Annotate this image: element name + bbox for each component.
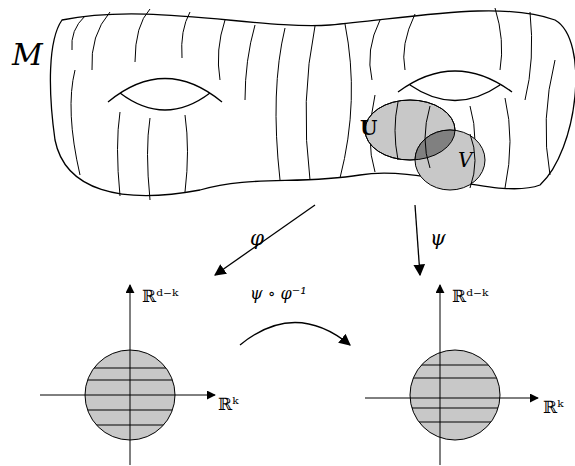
chart-domain-u <box>365 100 455 160</box>
handle-hole <box>108 79 222 111</box>
axis-label: ℝᵏ <box>218 396 238 413</box>
domain-label: U <box>360 118 377 138</box>
map-arrow <box>415 205 420 275</box>
handle-hole <box>398 71 512 101</box>
foliation-leaves <box>71 8 555 200</box>
map-label: ψ ∘ φ⁻¹ <box>250 286 307 302</box>
axis <box>130 285 131 465</box>
map-label: φ <box>250 228 264 248</box>
axis <box>440 285 441 465</box>
map-arrow <box>215 205 315 275</box>
axis <box>365 398 538 399</box>
domain-label: V <box>458 150 472 170</box>
chart-disk <box>410 350 500 440</box>
axis <box>40 395 215 396</box>
map-label: ψ <box>430 228 446 248</box>
manifold-label: M <box>12 40 43 70</box>
axis-label: ℝᵈ⁻ᵏ <box>142 288 178 305</box>
transition-arrow <box>240 323 350 346</box>
axis-label: ℝᵏ <box>543 399 563 416</box>
surface-outline <box>50 11 575 196</box>
axis-label: ℝᵈ⁻ᵏ <box>452 288 488 305</box>
